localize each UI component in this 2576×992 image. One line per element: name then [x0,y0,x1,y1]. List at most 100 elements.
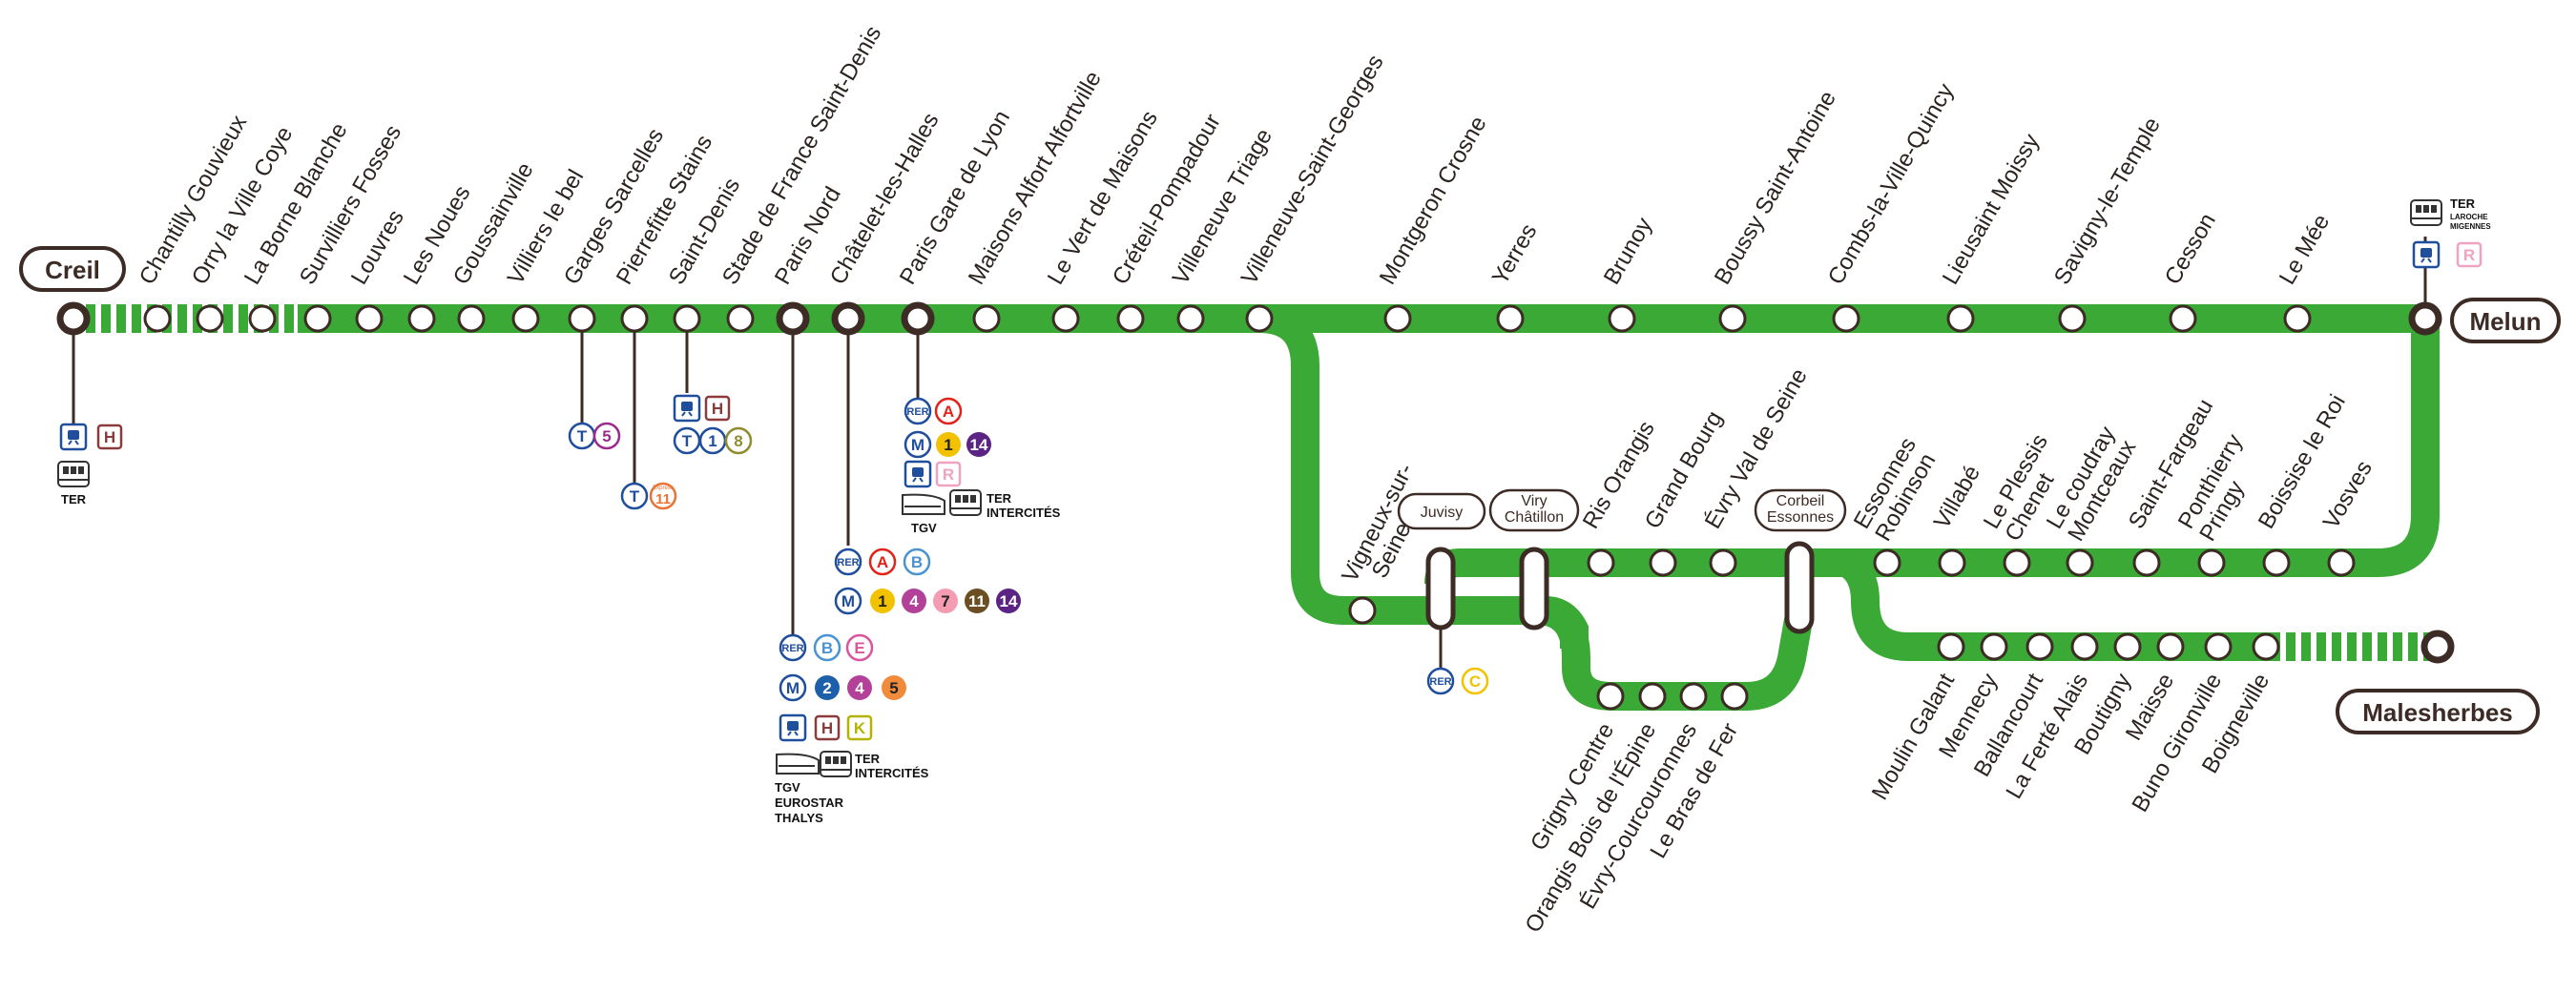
metro-14-icon[interactable]: 14 [966,432,991,457]
rer-a-icon[interactable]: A [868,548,897,576]
stop-le-plessis-chenet[interactable] [2003,548,2031,577]
line-h-square-icon[interactable]: H [814,714,841,741]
stop-goussainville[interactable] [457,304,486,333]
stop-essonnes-robinson[interactable] [1873,548,1901,577]
stop-orangis-bois-de-l-epine[interactable] [1638,682,1667,711]
rer-c-icon[interactable]: C [1461,667,1489,695]
stop-boissise-le-roi[interactable] [2262,548,2291,577]
stop-montgeron-crosne[interactable] [1383,304,1412,333]
tram-icon[interactable]: T [568,422,596,450]
tram-t5-icon[interactable]: 5 [592,422,621,450]
stop-boigneville[interactable] [2252,632,2280,661]
rer-icon[interactable]: RER [904,397,932,425]
stop-louvres[interactable] [355,304,384,333]
stop-buno-gironville[interactable] [2204,632,2233,661]
rer-e-icon[interactable]: E [845,633,874,662]
stop-evry-val-de-seine[interactable] [1709,548,1737,577]
stop-maisons-alfort-alfortville[interactable] [972,304,1001,333]
stop-grigny-centre[interactable] [1596,682,1625,711]
rer-b-icon[interactable]: B [813,633,841,662]
stop-villeneuve-saint-georges[interactable] [1245,304,1274,333]
metro-2-icon[interactable]: 2 [815,675,840,700]
stop-la-borne-blanche[interactable] [248,304,277,333]
stop-les-noues[interactable] [407,304,436,333]
terminal-malesherbes[interactable]: Malesherbes [2336,689,2540,734]
metro-1-icon[interactable]: 1 [870,589,895,613]
stop-villeneuve-triage[interactable] [1176,304,1205,333]
metro-4-icon[interactable]: 4 [902,589,926,613]
capsule-corbeil[interactable] [1784,541,1815,634]
stop-mennecy[interactable] [1980,632,2008,661]
stop-garges-sarcelles[interactable] [568,304,596,333]
line-k-square-icon[interactable]: K [846,714,873,741]
tram-icon[interactable]: T [673,426,701,455]
line-h-square-icon[interactable]: H [96,424,123,450]
metro-icon[interactable]: M [904,430,932,459]
rer-b-icon[interactable]: B [903,548,931,576]
terminal-creil[interactable]: Creil [19,246,126,292]
stop-orry-la-ville-coye[interactable] [196,304,224,333]
line-h-square-icon[interactable]: H [704,395,731,422]
stop-ballancourt[interactable] [2025,632,2054,661]
stop-saint-denis[interactable] [673,304,701,333]
metro-11-icon[interactable]: 11 [965,589,989,613]
stop-villiers-le-bel[interactable] [511,304,540,333]
tram-icon[interactable]: T [620,482,649,510]
rer-icon[interactable]: RER [1426,667,1455,695]
tram-t8-icon[interactable]: 8 [724,426,753,455]
terminal-melun[interactable]: Melun [2450,298,2561,343]
stop-villabe[interactable] [1938,548,1966,577]
badge-juvisy[interactable]: Juvisy [1397,492,1486,530]
stop-yerres[interactable] [1496,304,1525,333]
stop-vigneux[interactable] [1348,596,1377,625]
stop-le-vert-de-maisons[interactable] [1051,304,1080,333]
metro-icon[interactable]: M [834,587,862,615]
stop-grand-bourg[interactable] [1649,548,1677,577]
stop-la-ferte-alais[interactable] [2070,632,2099,661]
stop-cesson[interactable] [2169,304,2197,333]
metro-4-icon[interactable]: 4 [847,675,872,700]
capsule-viry[interactable] [1519,547,1549,630]
stop-combs-la-ville-quincy[interactable] [1832,304,1860,333]
stop-saint-fargeau[interactable] [2132,548,2161,577]
stop-chatelet-les-halles[interactable] [831,301,865,336]
metro-1-icon[interactable]: 1 [936,432,961,457]
stop-paris-nord[interactable] [776,301,810,336]
stop-vosves[interactable] [2327,548,2356,577]
stop-creil[interactable] [56,301,91,336]
stop-melun[interactable] [2408,301,2442,336]
line-r-square-icon[interactable]: R [935,461,962,487]
stop-ponthierry-pringy[interactable] [2197,548,2226,577]
metro-5-icon[interactable]: 5 [882,675,906,700]
stop-boutigny[interactable] [2113,632,2142,661]
metro-14-icon[interactable]: 14 [996,589,1021,613]
stop-pierrefitte-stains[interactable] [620,304,649,333]
rer-icon[interactable]: RER [834,548,862,576]
stop-moulin-galant[interactable] [1937,632,1965,661]
line-r-square-icon[interactable]: R [2456,241,2483,268]
rer-icon[interactable]: RER [779,633,807,662]
stop-malesherbes[interactable] [2420,630,2455,664]
stop-brunoy[interactable] [1608,304,1636,333]
stop-le-bras-de-fer[interactable] [1720,682,1749,711]
metro-7-icon[interactable]: 7 [933,589,958,613]
stop-savigny-le-temple[interactable] [2058,304,2087,333]
stop-creteil-pompadour[interactable] [1116,304,1145,333]
metro-icon[interactable]: M [779,673,807,702]
stop-ris-orangis[interactable] [1587,548,1615,577]
stop-boussy-saint-antoine[interactable] [1718,304,1747,333]
stop-maisse[interactable] [2156,632,2185,661]
stop-survilliers-fosses[interactable] [303,304,332,333]
rer-a-icon[interactable]: A [934,397,963,425]
capsule-juvisy[interactable] [1425,547,1456,630]
stop-le-coudray-montceaux[interactable] [2066,548,2094,577]
stop-lieusaint-moissy[interactable] [1946,304,1975,333]
stop-stade-de-france-saint-denis[interactable] [726,304,755,333]
stop-le-mee[interactable] [2283,304,2312,333]
stop-evry-courcouronnes[interactable] [1679,682,1708,711]
stop-chantilly-gouvieux[interactable] [143,304,172,333]
stop-paris-gare-de-lyon[interactable] [901,301,935,336]
